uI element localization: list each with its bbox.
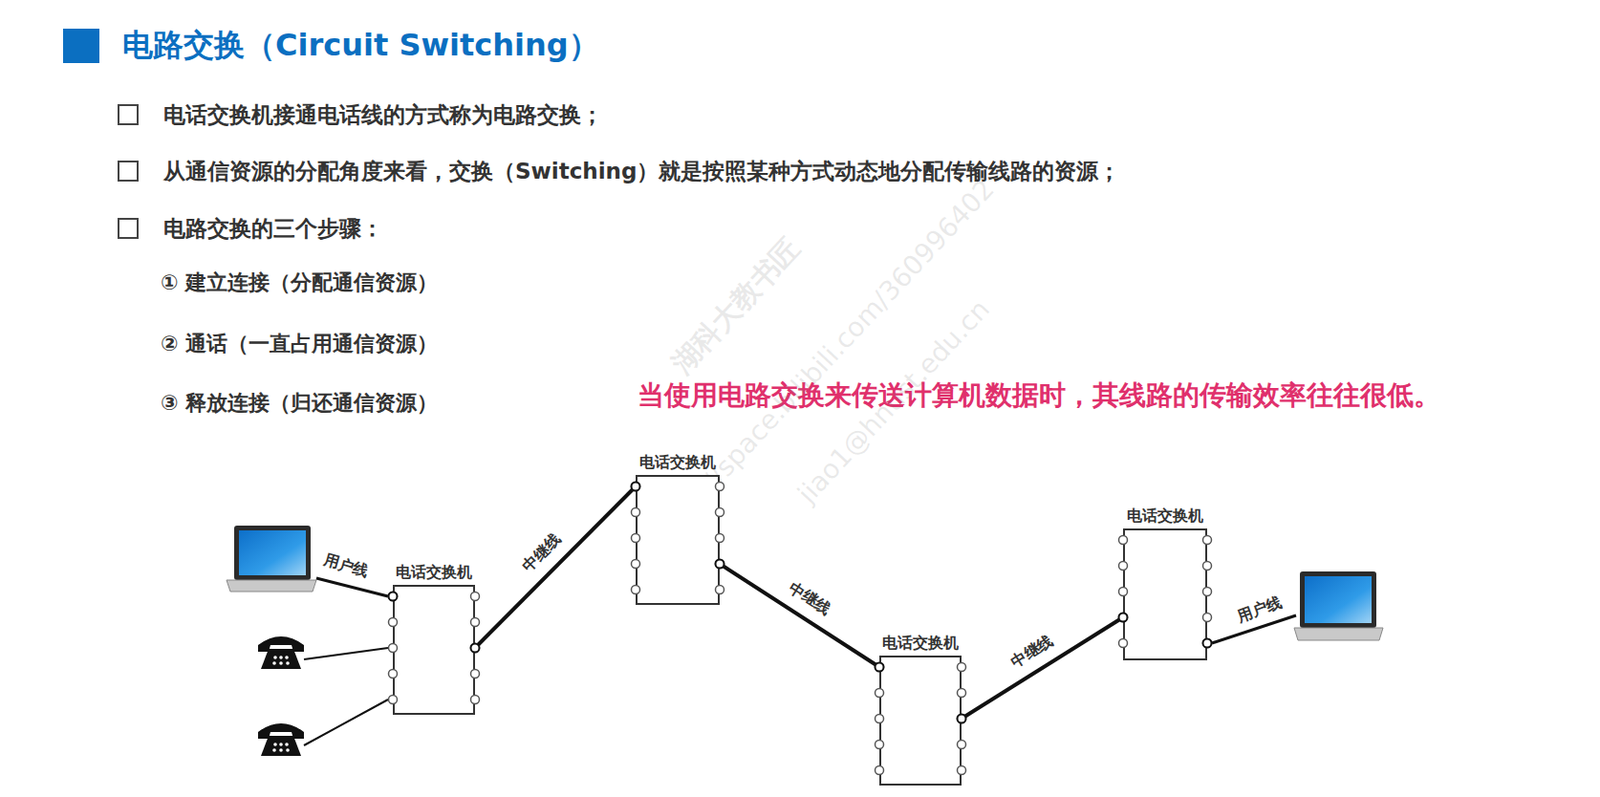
port: [1119, 613, 1128, 623]
switch-box: [392, 584, 476, 715]
port: [471, 592, 480, 602]
port: [631, 560, 641, 569]
port: [957, 689, 967, 698]
port: [389, 618, 398, 628]
laptop-icon: [1294, 571, 1384, 641]
step-text: ② 通话（一直占用通信资源）: [160, 330, 438, 358]
port: [1203, 562, 1212, 571]
telephone-icon: [258, 723, 304, 757]
trunk-line: [961, 617, 1124, 719]
port: [389, 670, 398, 679]
watermark: 湖科大教书匠: [664, 230, 809, 382]
port: [957, 714, 967, 724]
line-label: 用户线: [321, 550, 371, 582]
switch-label: 电话交换机: [882, 633, 959, 654]
port: [1119, 587, 1128, 597]
port: [715, 482, 725, 492]
port: [1119, 613, 1128, 623]
port: [875, 714, 885, 724]
title-square: [63, 28, 100, 64]
trunk-line: [719, 563, 880, 668]
port: [471, 670, 480, 679]
step-text: ① 建立连接（分配通信资源）: [160, 269, 438, 297]
port: [1119, 562, 1128, 571]
port: [715, 560, 725, 569]
port: [875, 740, 885, 750]
port: [957, 740, 967, 750]
trunk-line: [475, 486, 636, 649]
checkbox: [118, 218, 138, 238]
port: [957, 663, 967, 672]
trunk-label: 中继线: [1004, 629, 1060, 674]
port: [1203, 613, 1212, 623]
switch-box: [1123, 528, 1208, 661]
telephone-switch: 电话交换机: [392, 562, 476, 715]
checkbox: [118, 105, 138, 125]
telephone-switch: 电话交换机: [1123, 506, 1208, 661]
port: [389, 592, 398, 602]
telephone-switch: 电话交换机: [635, 453, 720, 606]
port: [631, 482, 641, 492]
laptop-icon: [226, 525, 317, 592]
port: [1203, 536, 1212, 545]
port: [957, 714, 967, 724]
port: [471, 695, 480, 705]
port: [471, 644, 480, 653]
line-label: 用户线: [1234, 592, 1285, 627]
step-text: ③ 释放连接（归还通信资源）: [160, 389, 438, 417]
switch-box: [635, 475, 720, 606]
port: [1203, 639, 1212, 649]
port: [957, 766, 967, 776]
switch-label: 电话交换机: [639, 453, 716, 474]
user-line: [316, 578, 389, 597]
port: [715, 560, 725, 569]
port: [715, 534, 725, 543]
port: [1119, 639, 1128, 649]
port: [875, 663, 885, 672]
telephone-switch: 电话交换机: [879, 633, 962, 786]
port: [875, 663, 885, 672]
bullet-text: 电路交换的三个步骤：: [163, 215, 384, 243]
user-line: [303, 648, 389, 660]
port: [389, 592, 398, 602]
port: [631, 534, 641, 543]
trunk-label: 中继线: [782, 577, 838, 623]
port: [389, 644, 398, 653]
port: [1119, 536, 1128, 545]
port: [715, 508, 725, 518]
switch-ports: [392, 486, 1208, 719]
port: [471, 618, 480, 628]
trunk-label: 中继线: [516, 528, 567, 580]
port: [1203, 587, 1212, 597]
port: [631, 508, 641, 518]
port: [875, 689, 885, 698]
port: [631, 482, 641, 492]
switch-label: 电话交换机: [395, 562, 473, 584]
port: [471, 644, 480, 653]
telephone-icon: [258, 636, 304, 670]
port: [631, 585, 641, 595]
user-line: [303, 699, 389, 746]
bullet-text: 电话交换机接通电话线的方式称为电路交换；: [163, 101, 604, 130]
title: 电路交换（Circuit Switching）: [122, 25, 600, 65]
port: [875, 766, 885, 776]
checkbox: [118, 161, 138, 181]
switch-box: [879, 655, 962, 786]
port: [1203, 639, 1212, 649]
port: [389, 695, 398, 705]
switch-label: 电话交换机: [1126, 506, 1204, 527]
port: [715, 585, 725, 595]
